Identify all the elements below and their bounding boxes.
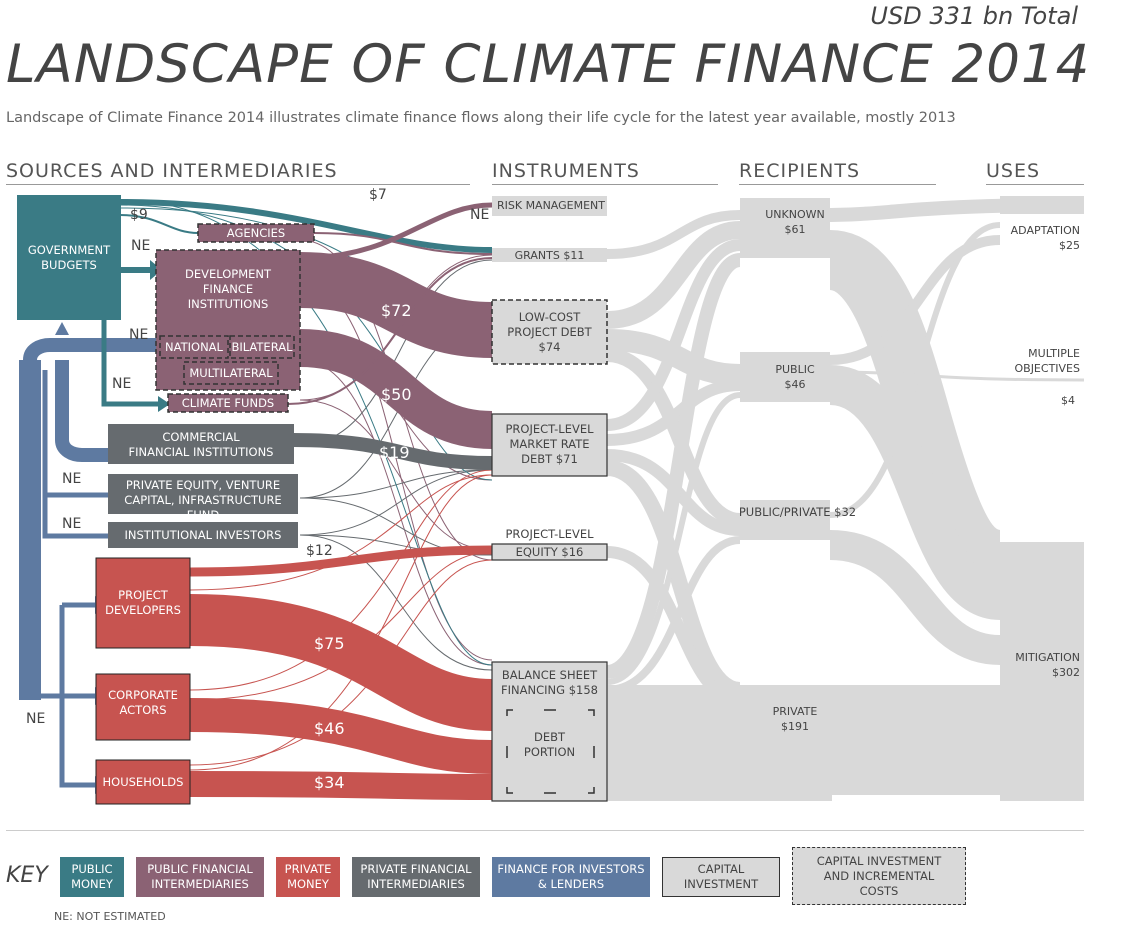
flow-label-72: $72 (381, 301, 412, 320)
column-header-uses: USES (986, 160, 1084, 185)
market-rate-debt-label: PROJECT-LEVEL MARKET RATE DEBT $71 (505, 422, 594, 466)
low-cost-debt-label: LOW-COST PROJECT DEBT $74 (507, 310, 592, 354)
flow-label-34: $34 (314, 773, 345, 792)
institutional-investors-node (108, 522, 298, 548)
investor-flows (19, 338, 160, 788)
dfi-flows (287, 202, 493, 449)
total-label: USD 331 bn Total (870, 2, 1078, 30)
climate-funds-node (167, 393, 289, 413)
debt-portion-brackets (506, 709, 595, 794)
equity-node (491, 543, 608, 561)
key-private-financial-intermediaries: PRIVATE FINANCIAL INTERMEDIARIES (352, 857, 480, 897)
ne-label-private-equity: NE (62, 471, 82, 487)
commercial-flow (292, 433, 493, 470)
page-subtitle: Landscape of Climate Finance 2014 illust… (6, 110, 956, 126)
balance-sheet-label: BALANCE SHEET FINANCING $158 (501, 668, 598, 697)
flow-label-7: $7 (369, 187, 387, 203)
grey-flows (605, 196, 1085, 801)
dfi-label: DEVELOPMENT FINANCE INSTITUTIONS (184, 267, 272, 311)
public-money-flows (101, 199, 493, 407)
flow-label-50: $50 (381, 385, 412, 404)
key-title: KEY (6, 863, 48, 888)
flow-label-19: $19 (379, 443, 410, 462)
balance-sheet-node (491, 661, 608, 802)
flow-label-12: $12 (306, 543, 333, 559)
ne-label-corporate: NE (26, 711, 46, 727)
key-capital-investment: CAPITAL INVESTMENT (662, 857, 780, 897)
ne-note: NE: NOT ESTIMATED (54, 910, 166, 923)
key-capital-investment-incremental: CAPITAL INVESTMENT AND INCREMENTAL COSTS (792, 847, 966, 905)
climate-funds-label: CLIMATE FUNDS (181, 396, 275, 410)
equity-top-label: PROJECT-LEVEL (505, 527, 594, 541)
dfi-node (155, 249, 301, 391)
column-header-recipients: RECIPIENTS (739, 160, 936, 185)
risk-management-node (492, 196, 607, 216)
private-equity-label: PRIVATE EQUITY, VENTURE CAPITAL, INFRAST… (124, 478, 282, 522)
ne-label-institutional: NE (62, 516, 82, 532)
sankey-diagram (17, 195, 1085, 805)
recipient-private-label: PRIVATE $191 (772, 705, 818, 733)
column-header-sources: SOURCES AND INTERMEDIARIES (6, 160, 470, 185)
grants-node (492, 248, 607, 262)
flow-label-46: $46 (314, 719, 345, 738)
private-money-flows (189, 545, 493, 800)
recipient-public-label: PUBLIC $46 (775, 363, 815, 391)
use-adaptation-label: ADAPTATION $25 (1010, 224, 1080, 252)
grants-label: GRANTS $11 (514, 249, 585, 262)
key-divider (6, 830, 1084, 831)
ne-label-risk: NE (470, 207, 490, 223)
agencies-label: AGENCIES (226, 226, 286, 240)
households-node (95, 759, 191, 805)
debt-portion-label: DEBT PORTION (523, 730, 576, 759)
national-label: NATIONAL (165, 340, 223, 354)
page-title: LANDSCAPE OF CLIMATE FINANCE 2014 (6, 34, 1091, 95)
risk-management-label: RISK MANAGEMENT (496, 199, 606, 212)
national-box (159, 335, 229, 359)
multilateral-label: MULTILATERAL (189, 366, 273, 380)
equity-label: EQUITY $16 (515, 545, 584, 559)
recipient-public-private-node (740, 500, 830, 540)
ne-label-climate-funds: NE (112, 376, 132, 392)
institutional-investors-label: INSTITUTIONAL INVESTORS (124, 528, 282, 542)
commercial-fi-label: COMMERCIAL FINANCIAL INSTITUTIONS (128, 430, 274, 459)
recipient-public-node (740, 352, 830, 402)
agencies-node (197, 223, 315, 243)
project-developers-node (95, 557, 191, 649)
key-public-money: PUBLIC MONEY (60, 857, 124, 897)
bilateral-box (229, 335, 295, 359)
key-finance-for-investors: FINANCE FOR INVESTORS & LENDERS (492, 857, 650, 897)
corporate-actors-node (95, 673, 191, 741)
recipient-unknown-label: UNKNOWN $61 (765, 208, 825, 236)
private-equity-node (108, 474, 298, 514)
low-cost-debt-node (491, 299, 608, 365)
corporate-actors-label: CORPORATE ACTORS (108, 688, 178, 717)
commercial-fi-node (108, 424, 294, 464)
use-multiple-value: $4 (1061, 394, 1075, 407)
key-public-financial-intermediaries: PUBLIC FINANCIAL INTERMEDIARIES (136, 857, 264, 897)
government-budgets-node (17, 195, 121, 320)
recipient-public-private-label: PUBLIC/PRIVATE $32 (738, 505, 857, 519)
use-multiple-label: MULTIPLE OBJECTIVES (1014, 347, 1080, 375)
multilateral-box (183, 361, 279, 385)
recipient-unknown-node (740, 198, 830, 258)
column-header-instruments: INSTRUMENTS (492, 160, 718, 185)
ne-label-dfi: NE (131, 238, 151, 254)
key-private-money: PRIVATE MONEY (276, 857, 340, 897)
households-label: HOUSEHOLDS (102, 775, 184, 789)
flow-label-75: $75 (314, 634, 345, 653)
bilateral-label: BILATERAL (231, 340, 293, 354)
government-budgets-label: GOVERNMENT BUDGETS (27, 243, 111, 272)
flow-label-9: $9 (130, 207, 148, 223)
market-rate-debt-node (491, 413, 608, 477)
project-developers-label: PROJECT DEVELOPERS (105, 588, 181, 617)
use-mitigation-label: MITIGATION $302 (1015, 651, 1080, 679)
ne-label-national: NE (129, 327, 149, 343)
